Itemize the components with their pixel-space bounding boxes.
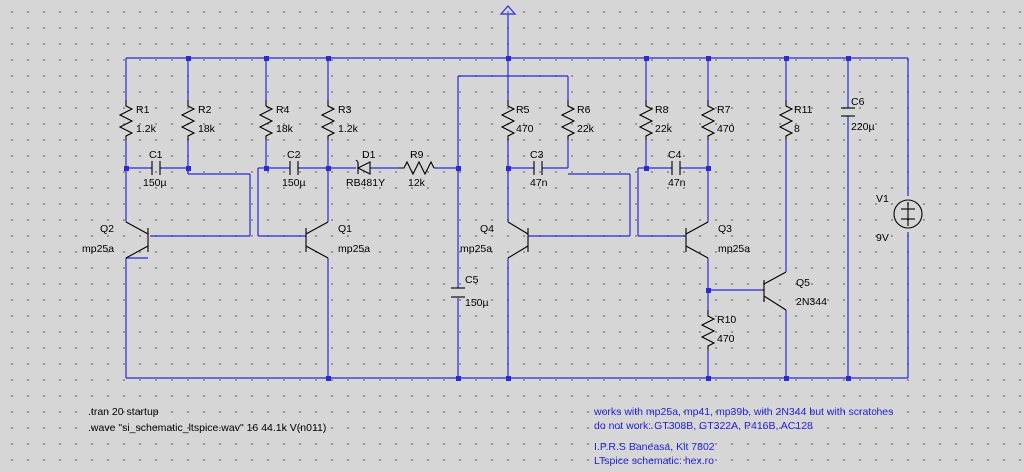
label-R2-value: 18k (198, 123, 216, 135)
label-R10-value: 470 (717, 333, 735, 345)
label-R11-value: 8 (794, 123, 800, 135)
label-R3-ref: R3 (338, 104, 352, 116)
capacitor-C1 (151, 161, 161, 175)
label-C2-value: 150µ (282, 177, 306, 189)
comment-not-working: do not work: GT308B, GT322A, P416B, AC12… (594, 420, 813, 432)
transistor-Q1 (305, 221, 329, 259)
spice-directive-tran: .tran 20 startup (88, 406, 159, 418)
label-C3-ref: C3 (530, 149, 544, 161)
comment-source: LTspice schematic: hex.ro (594, 455, 715, 467)
label-Q2-ref: Q2 (100, 223, 114, 235)
label-Q4-value: mp25a (460, 243, 492, 255)
label-R4-ref: R4 (276, 104, 290, 116)
resistor-R1 (118, 100, 134, 140)
label-V1-ref: V1 (876, 193, 889, 205)
transistor-Q4 (507, 221, 529, 259)
label-R9-value: 12k (408, 177, 426, 189)
comment-compatibility: works with mp25a, mp41, mp39b, with 2N34… (594, 406, 894, 418)
label-R10-ref: R10 (717, 314, 736, 326)
resistor-R2 (180, 100, 196, 140)
label-R11-ref: R11 (794, 104, 813, 116)
label-C1-ref: C1 (149, 149, 163, 161)
label-R7-value: 470 (717, 123, 735, 135)
label-R5-value: 470 (516, 123, 534, 135)
label-C3-value: 47n (530, 177, 548, 189)
spice-directive-wave: .wave "si_schematic_ltspice.wav" 16 44.1… (88, 422, 327, 434)
label-R7-ref: R7 (717, 104, 731, 116)
transistor-Q3 (685, 221, 709, 259)
resistor-R5 (500, 100, 516, 140)
resistor-R7 (700, 100, 716, 140)
comment-kit: I.P.R.S Baneasa, Kit 7802 (594, 441, 715, 453)
label-R1-value: 1.2k (136, 123, 157, 135)
transistor-Q5 (762, 271, 787, 311)
wires (125, 57, 909, 379)
resistor-R6 (560, 100, 576, 140)
label-C2-ref: C2 (287, 149, 301, 161)
diode-D1 (355, 159, 371, 175)
label-Q3-value: mp25a (718, 243, 750, 255)
resistor-R10 (700, 310, 716, 350)
resistor-R9 (398, 160, 435, 176)
label-R4-value: 18k (276, 123, 294, 135)
label-C4-ref: C4 (668, 149, 682, 161)
supply-arrow-icon (499, 5, 517, 58)
label-R1-ref: R1 (136, 104, 150, 116)
label-Q2-value: mp25a (82, 243, 114, 255)
junctions (124, 56, 851, 381)
label-R8-ref: R8 (655, 104, 669, 116)
label-C4-value: 47n (668, 177, 686, 189)
label-Q1-ref: Q1 (338, 223, 352, 235)
label-R6-value: 22k (577, 123, 595, 135)
voltage-source-V1 (893, 199, 923, 229)
label-C5-value: 150µ (465, 297, 489, 309)
label-Q4-ref: Q4 (480, 223, 494, 235)
label-C1-value: 150µ (143, 177, 167, 189)
label-Q1-value: mp25a (338, 243, 370, 255)
label-R2-ref: R2 (198, 104, 212, 116)
label-R5-ref: R5 (516, 104, 530, 116)
label-Q3-ref: Q3 (718, 223, 732, 235)
label-C6-value: 220µ (851, 121, 875, 133)
capacitor-C3 (533, 161, 543, 175)
label-Q5-value: 2N344 (796, 296, 827, 308)
label-R8-value: 22k (655, 123, 673, 135)
label-Q5-ref: Q5 (796, 277, 810, 289)
resistor-R8 (638, 100, 654, 140)
label-R6-ref: R6 (577, 104, 591, 116)
label-D1-value: RB481Y (346, 177, 385, 189)
resistor-R11 (778, 100, 794, 140)
resistor-R3 (320, 100, 336, 140)
transistor-Q2 (125, 221, 149, 259)
label-R3-value: 1.2k (338, 123, 359, 135)
capacitor-C4 (671, 161, 681, 175)
capacitor-C5 (451, 287, 465, 298)
capacitor-C6 (841, 107, 855, 117)
label-C5-ref: C5 (465, 274, 479, 286)
label-V1-value: 9V (876, 232, 889, 244)
label-C6-ref: C6 (851, 96, 865, 108)
label-D1-ref: D1 (362, 149, 376, 161)
label-R9-ref: R9 (410, 149, 424, 161)
resistor-R4 (258, 100, 274, 140)
capacitor-C2 (289, 161, 299, 175)
